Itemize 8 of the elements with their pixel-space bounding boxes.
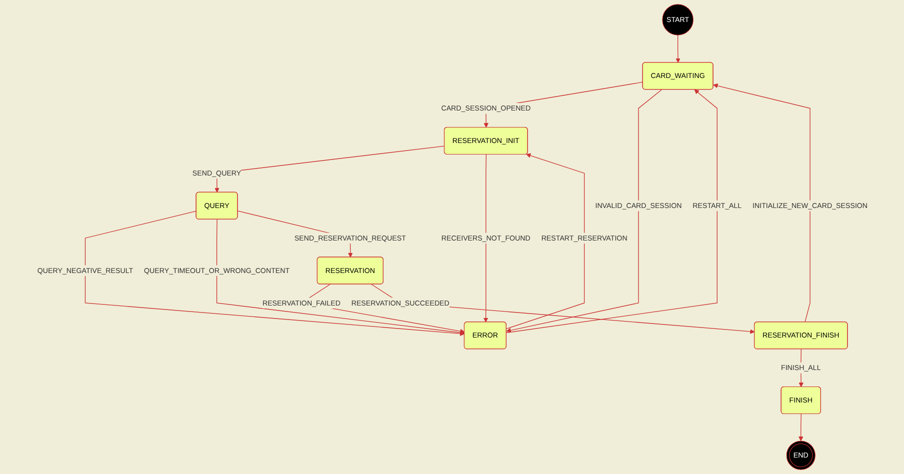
arrow: [506, 153, 584, 330]
arrow: [798, 414, 803, 442]
arrow: [216, 219, 464, 335]
arrow: [482, 154, 488, 322]
arrow: [506, 89, 662, 333]
arrow: [506, 89, 717, 334]
arrow: [712, 83, 810, 322]
arrow: [675, 34, 680, 63]
